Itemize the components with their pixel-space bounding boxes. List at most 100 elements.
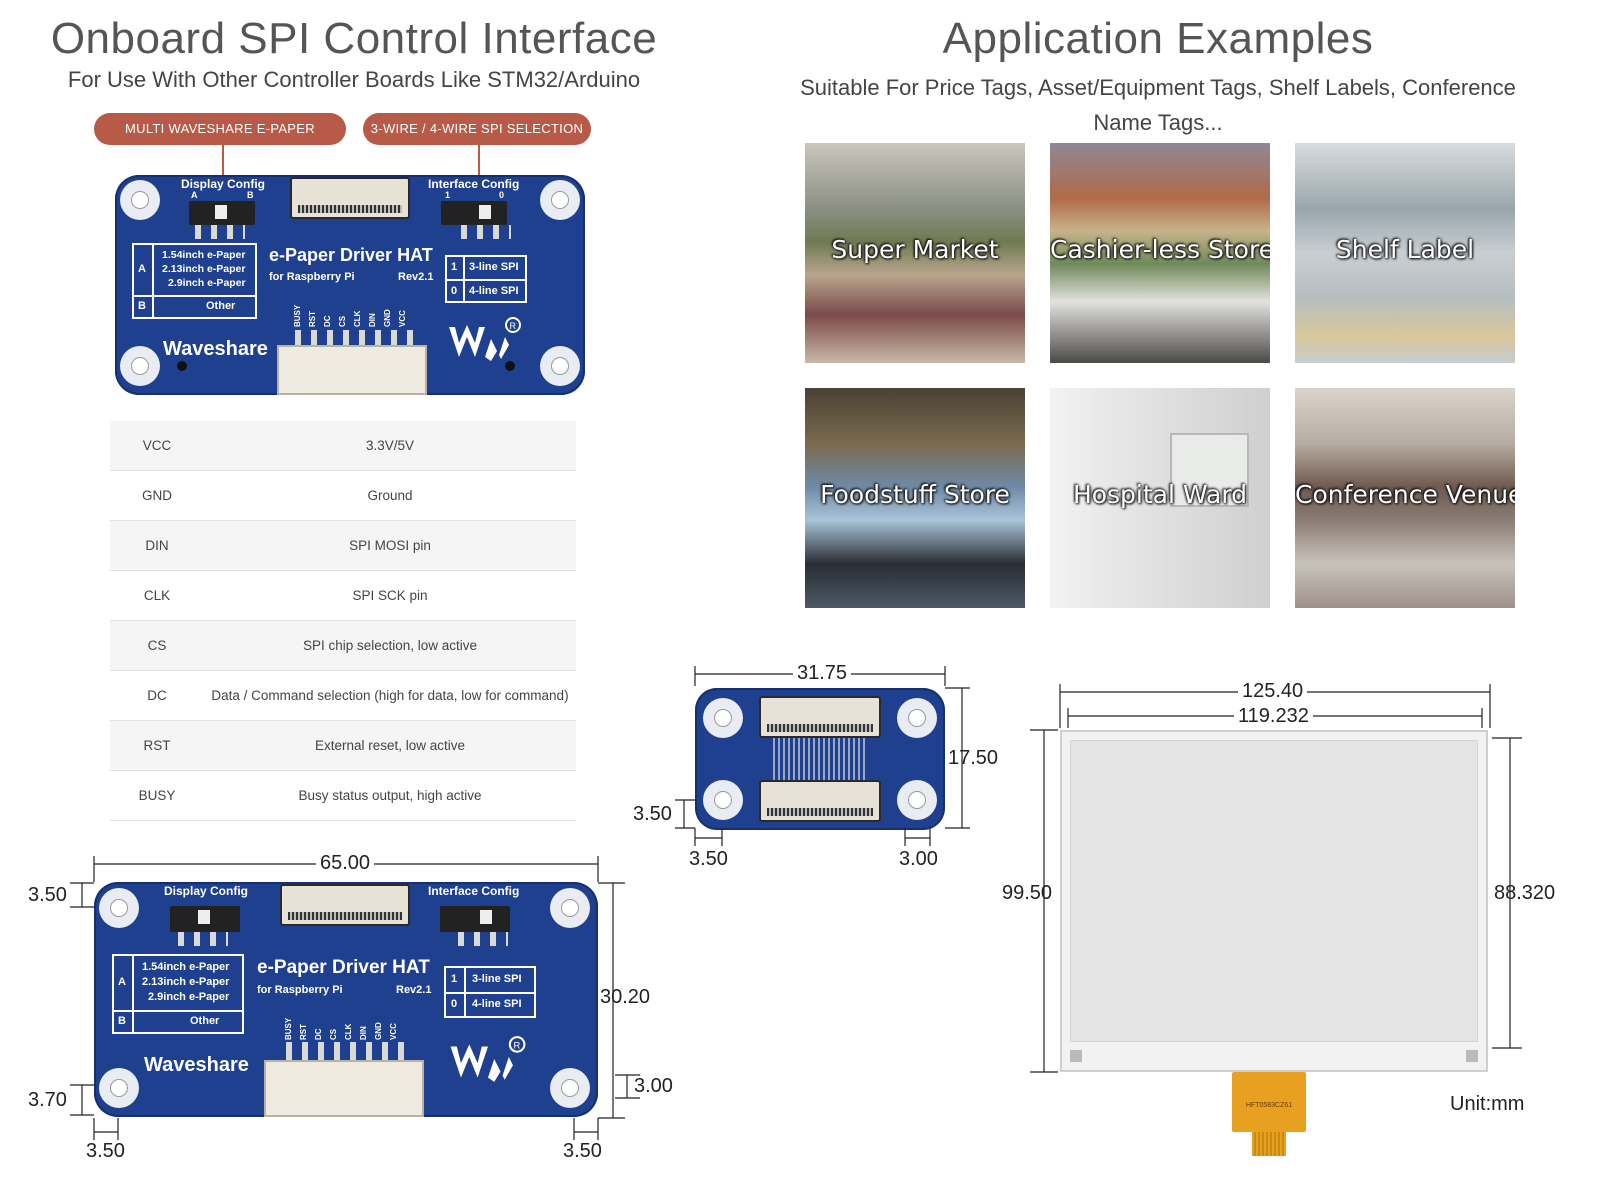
pin-description: SPI chip selection, low active [302, 638, 478, 653]
pin-label: RST [308, 311, 317, 327]
dim-hat-hole-top: 3.50 [28, 884, 67, 906]
display-config-label: Display Config [181, 177, 266, 191]
corner-mark [1466, 1050, 1478, 1062]
mount-hole [703, 780, 743, 820]
right-subtitle: Suitable For Price Tags, Asset/Equipment… [800, 75, 1516, 135]
adapter-dimension-lines [675, 666, 970, 846]
dim-hat-hole-right-bottom: 3.00 [634, 1075, 673, 1097]
pin-label: DC [323, 315, 332, 327]
pin-header [277, 345, 427, 395]
display-b-key: B [138, 300, 146, 312]
photo-shelf-label: Shelf Label [1295, 143, 1515, 363]
mount-hole [540, 346, 580, 386]
switch-pins [178, 932, 228, 946]
pin-label: BUSY [293, 304, 302, 327]
svg-text:R: R [510, 321, 517, 331]
fpc-connector [290, 177, 410, 219]
display-config-switch[interactable] [170, 906, 240, 932]
mount-hole [99, 1068, 139, 1108]
pin-header [264, 1060, 424, 1117]
pin-label: CS [338, 315, 347, 327]
photo-caption: Conference Venue [1295, 480, 1515, 509]
photo-caption: Shelf Label [1335, 235, 1475, 264]
switch-1-label: 1 [445, 190, 451, 200]
spi-key: 1 [451, 973, 458, 985]
display-config-label: Display Config [164, 884, 249, 898]
trace-lines [773, 738, 867, 780]
mount-hole [99, 888, 139, 928]
display-option: 1.54inch e-Paper [162, 249, 246, 261]
photo-conference-venue: Conference Venue [1295, 388, 1515, 608]
active-area [1070, 740, 1478, 1042]
pin-description: SPI SCK pin [352, 588, 428, 603]
pin-name: CLK [143, 588, 171, 603]
switch-pins [458, 932, 508, 946]
spi-key: 1 [451, 261, 458, 273]
fpc-connector [759, 696, 881, 738]
flex-cable-contacts [1252, 1132, 1286, 1156]
dim-hat-hole-right: 3.50 [563, 1140, 602, 1162]
switch-pins [195, 225, 245, 239]
switch-a-label: A [191, 190, 198, 200]
display-b-value: Other [190, 1015, 220, 1027]
dim-hat-hole-bottom: 3.70 [28, 1089, 67, 1111]
driver-hat-board-dimensioned: Display Config Interface Config A 1.54in… [94, 882, 598, 1117]
pin-name: CS [147, 638, 167, 653]
callout-spi-selection: 3-WIRE / 4-WIRE SPI SELECTION [363, 113, 591, 145]
spi-value: 4-line SPI [472, 998, 522, 1010]
display-a-key: A [138, 263, 146, 275]
display-dimension-lines [1030, 684, 1522, 1073]
dim-adapter-hole-y: 3.50 [633, 803, 672, 825]
board-for: for Raspberry Pi [257, 984, 343, 996]
left-title: Onboard SPI Control Interface [50, 14, 658, 63]
pin-description: 3.3V/5V [365, 438, 415, 453]
display-config-switch[interactable] [189, 201, 255, 225]
led [505, 361, 515, 371]
unit-label: Unit:mm [1450, 1093, 1525, 1115]
display-option: 1.54inch e-Paper [142, 961, 230, 973]
dim-adapter-hole-right: 3.00 [899, 848, 938, 870]
display-b-key: B [118, 1015, 126, 1027]
board-title: e-Paper Driver HAT [269, 245, 433, 265]
pin-label: CLK [353, 310, 362, 327]
mount-hole [120, 180, 160, 220]
interface-config-switch[interactable] [441, 201, 507, 225]
mount-hole [540, 180, 580, 220]
board-rev: Rev2.1 [398, 271, 434, 283]
adapter-board [695, 688, 945, 830]
led [177, 361, 187, 371]
board-for: for Raspberry Pi [269, 271, 355, 283]
pin-description: Ground [367, 488, 413, 503]
left-subtitle: For Use With Other Controller Boards Lik… [67, 67, 641, 92]
dim-adapter-height: 17.50 [948, 747, 999, 769]
photo-caption: Cashier-less Store [1050, 235, 1270, 264]
photo-caption: Super Market [831, 235, 999, 264]
dim-display-outer-height: 99.50 [1002, 882, 1053, 904]
brand-label: Waveshare [144, 1054, 249, 1076]
waveshare-logo-icon: R [450, 1036, 526, 1082]
flex-cable-label: HFT0583CZ61 [1245, 1102, 1293, 1109]
dim-hat-width: 65.00 [316, 852, 375, 875]
dim-display-active-width: 119.232 [1234, 705, 1313, 728]
pin-row: CS SPI chip selection, low active [110, 621, 576, 671]
fpc-connector [280, 884, 410, 926]
interface-config-label: Interface Config [428, 884, 520, 898]
mount-hole [550, 1068, 590, 1108]
interface-config-switch[interactable] [440, 906, 510, 932]
spi-value: 3-line SPI [472, 973, 522, 985]
dim-display-active-height: 88.320 [1494, 882, 1556, 904]
switch-pins [461, 225, 511, 239]
pin-name: BUSY [138, 788, 176, 803]
callout-multi-epaper: MULTI WAVESHARE E-PAPER SUPPORT [94, 113, 346, 168]
pin-label: GND [383, 309, 392, 327]
mount-hole [120, 346, 160, 386]
dim-display-outer-width: 125.40 [1238, 680, 1308, 703]
mount-hole [703, 698, 743, 738]
mount-hole [550, 888, 590, 928]
svg-text:R: R [513, 1041, 520, 1051]
